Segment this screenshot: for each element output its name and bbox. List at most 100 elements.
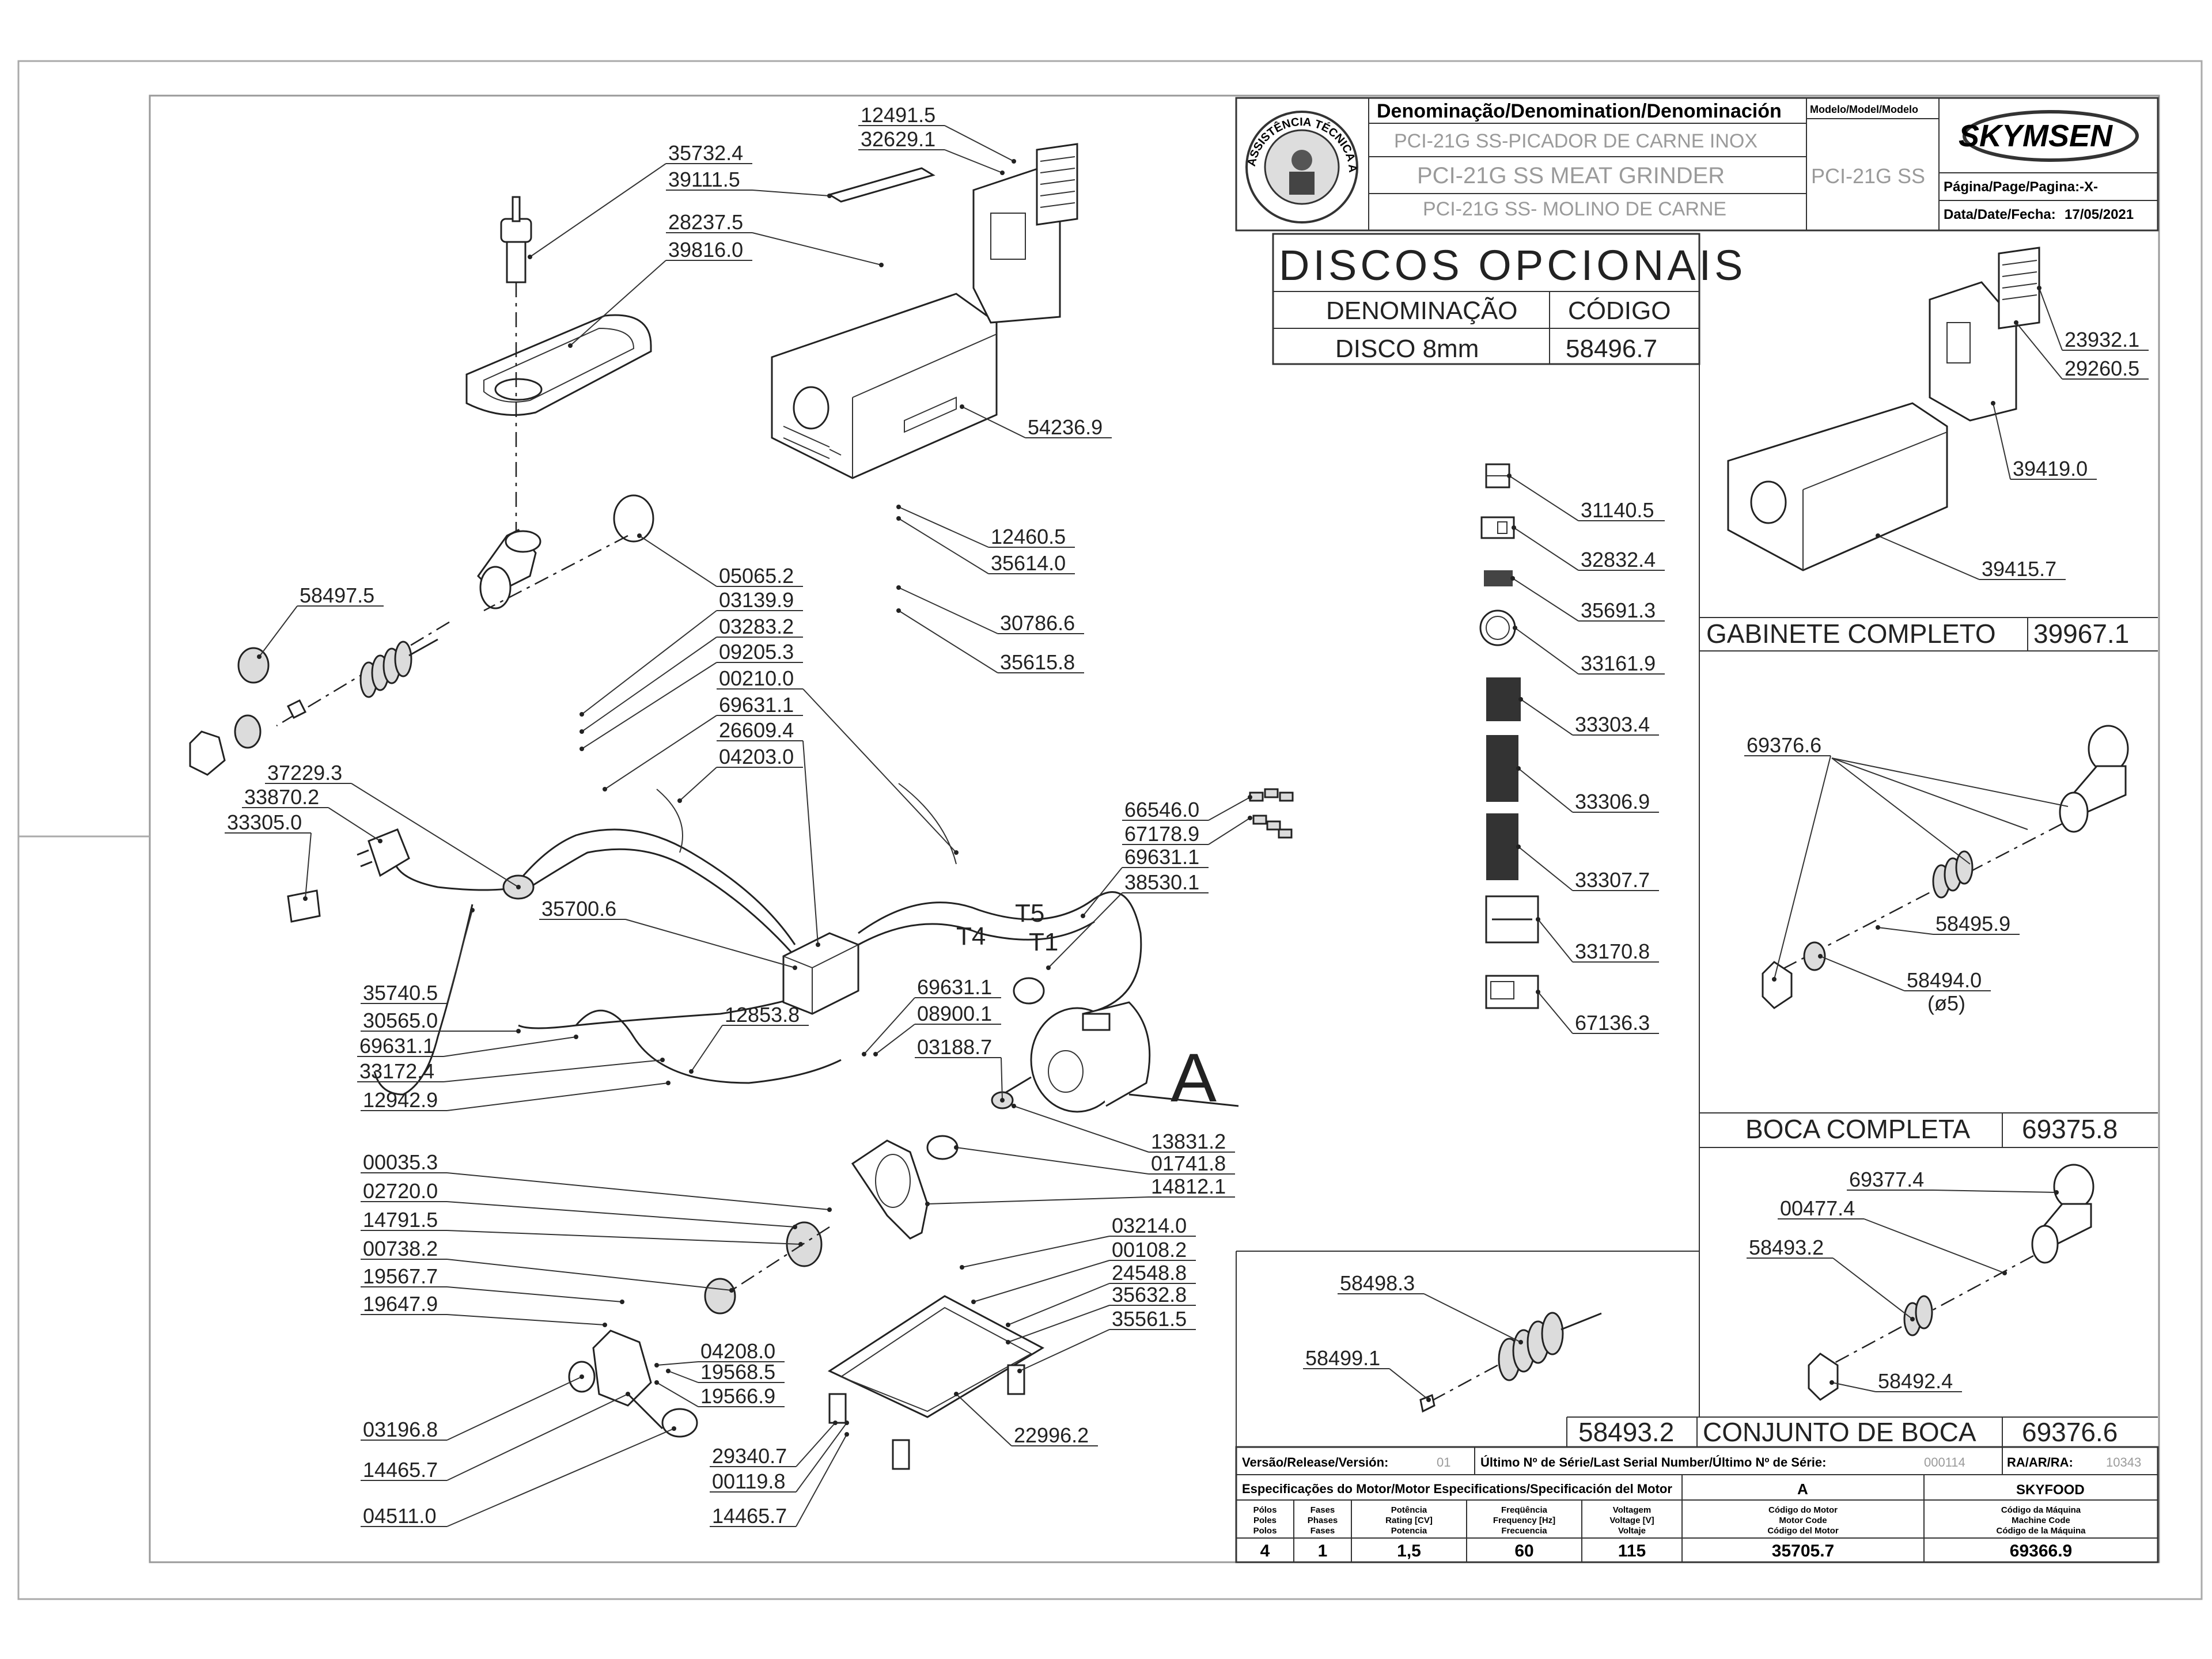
callout-dot-17 [603, 787, 607, 791]
spec-header-5-1: Motor Code [1779, 1516, 1827, 1525]
pusher [500, 196, 532, 536]
callout-leader-71 [2016, 322, 2063, 380]
callout-dot-15 [896, 608, 901, 613]
sheet-frame [17, 60, 2203, 1600]
callout-leader-78 [1933, 1190, 2057, 1193]
part-number-79: 00477.4 [1780, 1196, 1855, 1220]
callout-leader-2 [529, 163, 666, 257]
spec-header-0-0: Pólos [1253, 1505, 1277, 1515]
callout-dot-54 [579, 1374, 584, 1379]
page-label: Página/Page/Pagina: [1944, 179, 2080, 195]
callout-leader-52 [668, 1370, 699, 1383]
callout-leader-66 [1518, 768, 1573, 813]
part-number-46: 03214.0 [1112, 1214, 1187, 1237]
callout-dot-71 [2014, 320, 2018, 325]
callout-dot-59 [844, 1432, 849, 1437]
part-number-64: 33161.9 [1581, 652, 1656, 675]
part-number-60: 22996.2 [1014, 1423, 1089, 1447]
callout-leader-46 [961, 1236, 1110, 1268]
part-number-82: 58498.3 [1340, 1271, 1415, 1295]
callout-dot-21 [378, 839, 382, 843]
callout-dot-63 [1510, 576, 1515, 581]
callout-leader-7 [898, 506, 989, 548]
motor-marker: A [1128, 1039, 1239, 1116]
callout-dot-6 [960, 404, 964, 409]
callout-dot-24 [1248, 816, 1252, 820]
connector-blocks [1249, 788, 1294, 839]
callout-dot-46 [960, 1265, 964, 1270]
spec-header-1-1: Phases [1308, 1516, 1338, 1525]
callout-leader-76 [1820, 956, 1905, 991]
callout-leader-10 [259, 605, 298, 657]
callout-leader-13 [581, 662, 717, 749]
mouth-set-label: CONJUNTO DE BOCA [1703, 1417, 1976, 1447]
spec-header-4-2: Voltaje [1618, 1526, 1646, 1536]
callout-leader-69 [1537, 991, 1573, 1034]
callout-dot-0 [1012, 159, 1016, 164]
rear-panel [972, 143, 1078, 324]
callout-leader-80 [1832, 1257, 1913, 1320]
callout-dot-26 [1046, 965, 1051, 970]
base-plate [827, 1295, 1045, 1470]
part-number-43: 00738.2 [363, 1237, 438, 1260]
callout-leader-25 [1082, 867, 1123, 916]
callout-leader-82 [1423, 1293, 1521, 1343]
part-number-7: 12460.5 [991, 525, 1066, 548]
callout-leader-79 [1863, 1218, 2005, 1274]
callout-leader-34 [863, 997, 915, 1055]
callout-dot-19 [677, 798, 682, 803]
part-number-16: 00210.0 [719, 666, 794, 690]
callout-dot-18 [816, 942, 820, 947]
callout-dot-79 [2002, 1271, 2007, 1275]
part-number-29: 30565.0 [363, 1009, 438, 1032]
callout-dot-73 [1876, 533, 1880, 538]
part-number-0: 12491.5 [861, 103, 935, 127]
part-number-47: 00108.2 [1112, 1238, 1187, 1262]
callout-leader-9 [639, 535, 717, 587]
part-number-10: 58497.5 [300, 584, 374, 607]
callout-leader-48 [1007, 1283, 1110, 1325]
callout-leader-50 [1019, 1329, 1110, 1372]
spec-headers: PólosPolesPolosFasesPhasesFasesPotênciaR… [1253, 1505, 2086, 1536]
spec-header-3-2: Frecuencia [1501, 1526, 1547, 1536]
part-number-36: 03188.7 [917, 1035, 992, 1059]
part-number-18: 26609.4 [719, 718, 794, 742]
part-number-5: 39816.0 [668, 238, 743, 262]
callout-dot-51 [654, 1363, 659, 1368]
callout-dot-66 [1516, 766, 1521, 771]
callout-leader-23 [1208, 797, 1251, 821]
callout-leader-62 [1513, 527, 1579, 571]
callout-dot-10 [257, 654, 262, 659]
spec-value-0: 4 [1260, 1541, 1270, 1560]
callout-dot-40 [827, 1207, 832, 1212]
part-number-37: 13831.2 [1151, 1130, 1226, 1153]
ra-label: RA/AR/RA: [2007, 1455, 2073, 1469]
part-number-71: 29260.5 [2065, 357, 2139, 380]
callout-dot-56 [672, 1426, 676, 1431]
callout-dot-76 [1818, 954, 1823, 959]
callout-dot-36 [1000, 1098, 1005, 1103]
callout-leader-61 [1509, 475, 1579, 521]
spec-header-5-0: Código do Motor [1768, 1505, 1838, 1515]
part-number-50: 35561.5 [1112, 1307, 1187, 1331]
mouth-leader-0 [1831, 757, 1971, 865]
callout-leader-72 [1993, 403, 2011, 480]
callout-dot-65 [1518, 697, 1523, 702]
callout-leader-44 [446, 1286, 623, 1302]
callout-dot-3 [827, 194, 832, 198]
callout-dot-83 [1426, 1397, 1431, 1402]
callout-dot-64 [1513, 626, 1517, 630]
motor-spec-table: Versão/Release/Versión: 01 Último Nº de … [1235, 1446, 2159, 1563]
part-number-13: 09205.3 [719, 640, 794, 664]
callout-leader-65 [1520, 699, 1573, 736]
callout-dot-41 [793, 1225, 797, 1229]
part-number-3: 39111.5 [668, 168, 740, 191]
callout-dot-68 [1536, 917, 1540, 922]
callout-leader-6 [961, 406, 1026, 438]
part-number-51: 04208.0 [700, 1339, 775, 1363]
name-english: PCI-21G SS MEAT GRINDER [1417, 163, 1725, 188]
main-exploded-view: A T5 T4 T1 [189, 143, 1294, 1470]
gearbox-frame [704, 1135, 959, 1315]
serial-label: Último Nº de Série/Last Serial Number/Úl… [1480, 1455, 1826, 1469]
callout-leader-1 [944, 149, 1003, 173]
